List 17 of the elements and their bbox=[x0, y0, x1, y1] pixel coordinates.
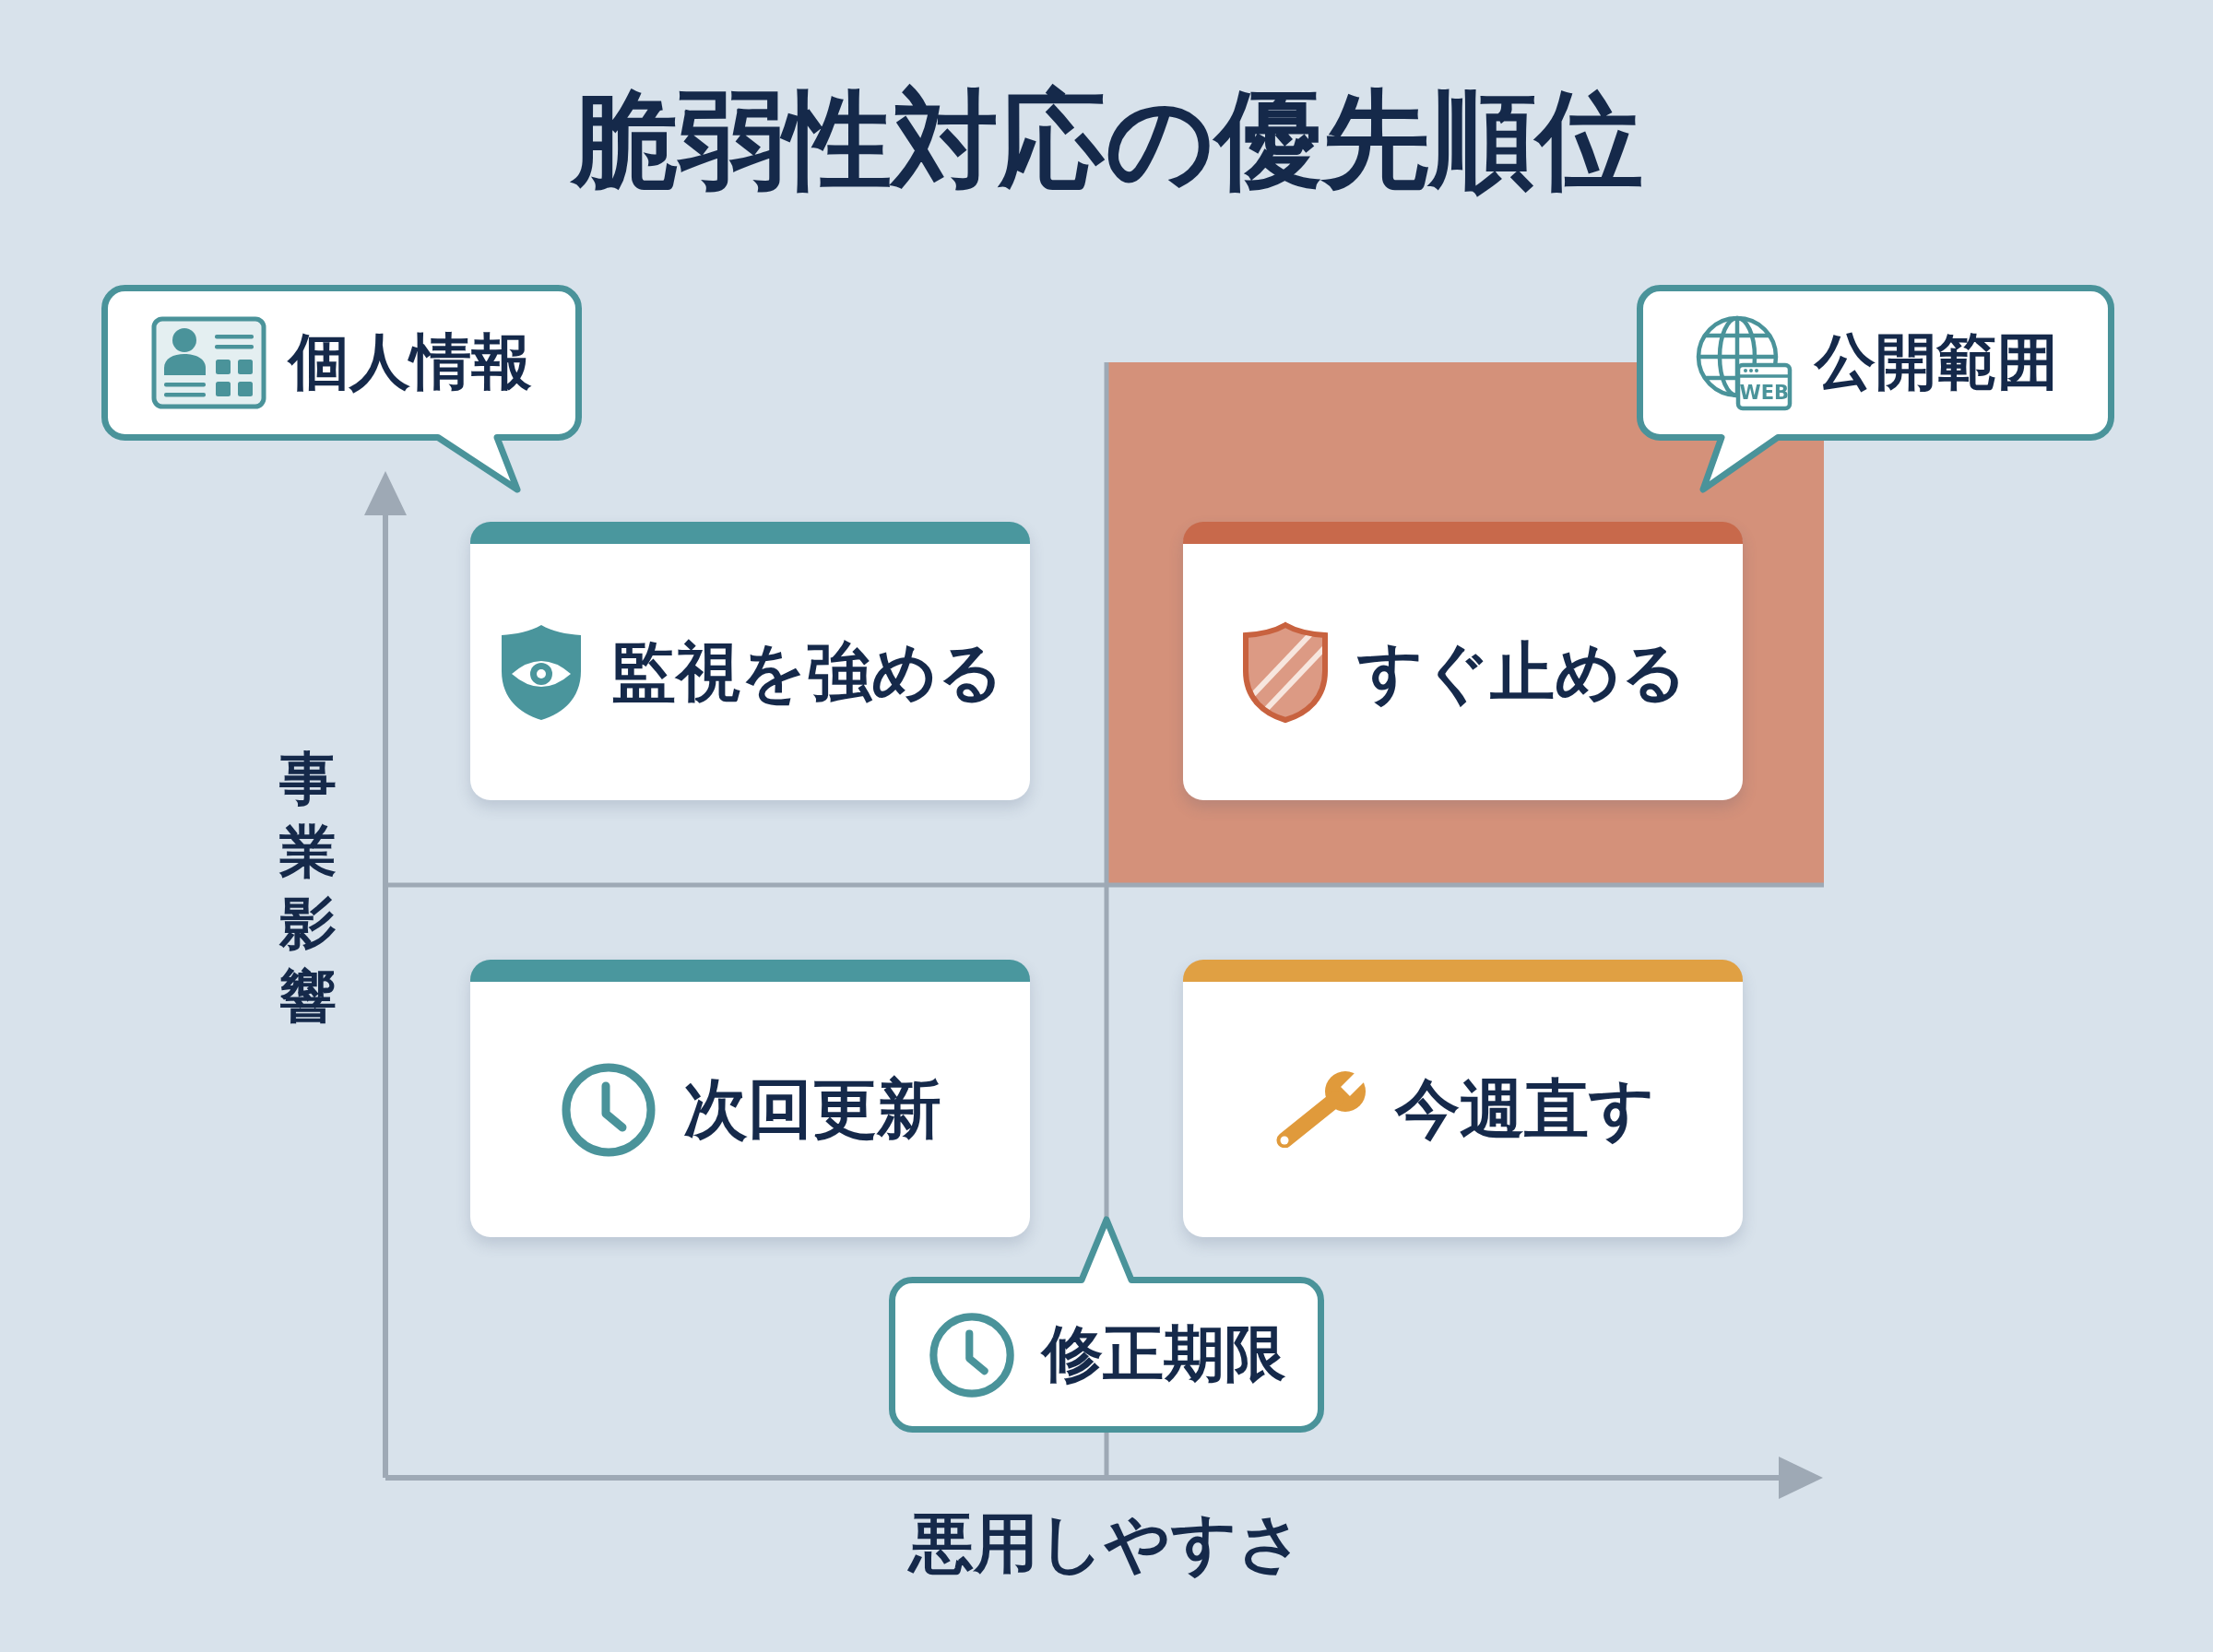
diagram-title: 脆弱性対応の優先順位 bbox=[570, 81, 1643, 199]
action-label: すぐ止める bbox=[1356, 636, 1687, 708]
quadrant-card bbox=[470, 522, 1030, 800]
speech-bubble bbox=[101, 285, 582, 495]
action-label: 今週直す bbox=[1394, 1074, 1655, 1145]
web-label: WEB bbox=[1739, 381, 1788, 406]
action-label: 監視を強める bbox=[610, 636, 1004, 708]
quadrant-card bbox=[1183, 960, 1743, 1237]
callout-label: 公開範囲 bbox=[1814, 329, 2058, 396]
action-label: 次回更新 bbox=[682, 1074, 941, 1145]
speech-bubble bbox=[889, 1215, 1324, 1433]
quadrant-card bbox=[1183, 522, 1743, 800]
callout-label: 個人情報 bbox=[289, 329, 532, 396]
callout-label: 修正期限 bbox=[1042, 1321, 1285, 1388]
quadrant-card bbox=[470, 960, 1030, 1237]
axis-label: 悪用しやすさ bbox=[909, 1508, 1304, 1579]
axis-label: 事業影響 bbox=[279, 744, 337, 1032]
